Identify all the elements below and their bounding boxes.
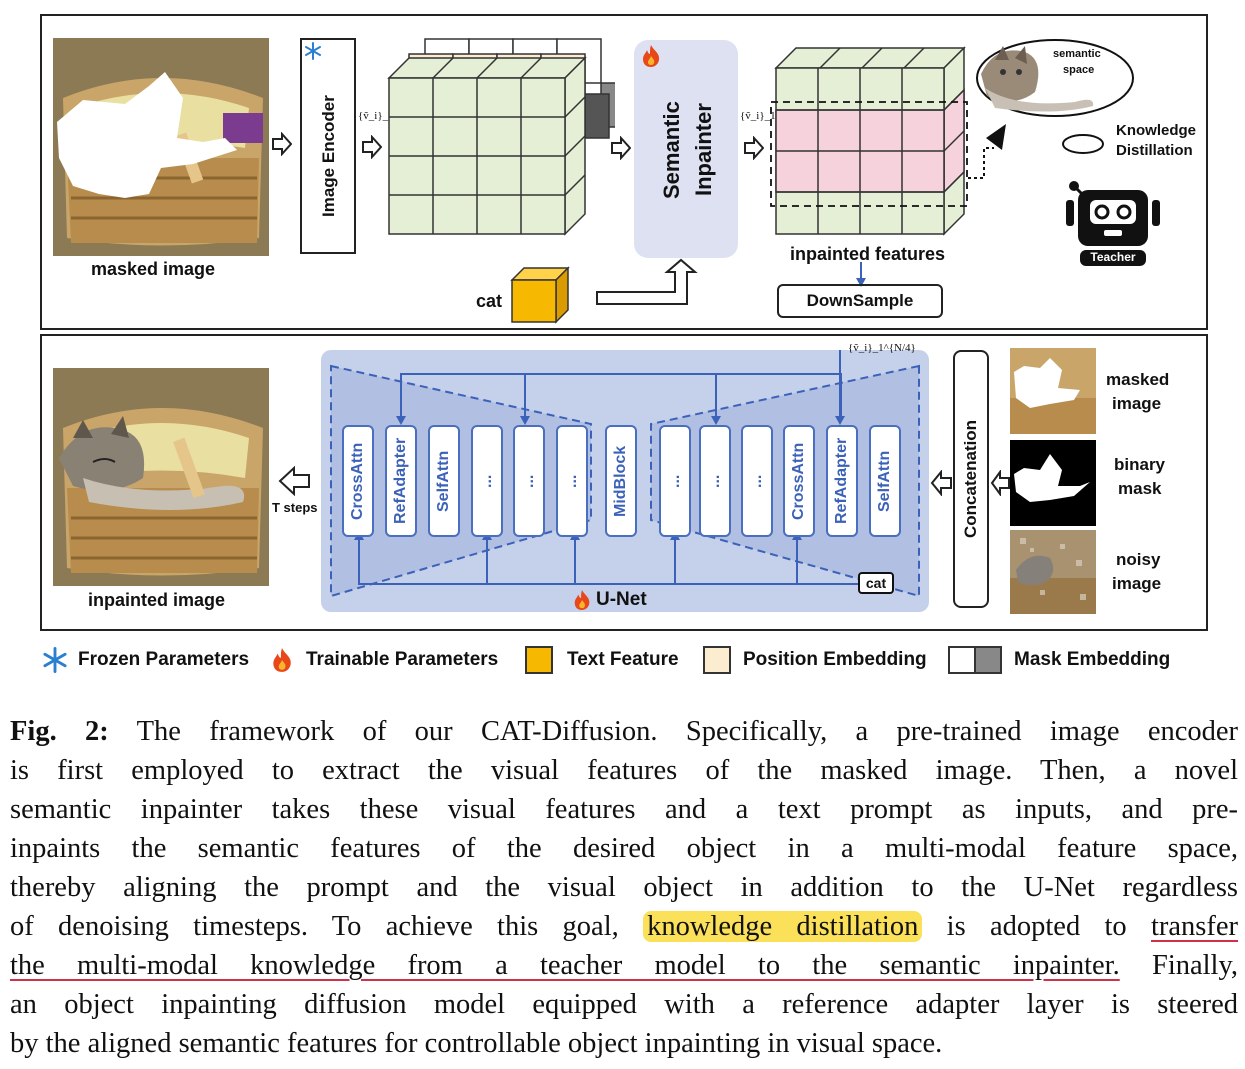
flame-icon [574,590,590,610]
text-feature-swatch [525,646,553,674]
input-label-binary-2: mask [1118,479,1162,498]
legend-position-embedding: Position Embedding [703,646,927,674]
inpainted-image-photo [53,368,269,586]
flame-icon [643,45,660,67]
knowledge-distillation-label-1: Knowledge [1116,122,1197,139]
unet-block-refadapter-enc: RefAdapter [385,425,417,537]
input-label-noisy-2: image [1112,574,1162,593]
semantic-inpainter-label-2: Inpainter [691,103,716,197]
arrow-left-icon [278,466,310,496]
semantic-inpainter-label-1: Semantic [659,101,684,199]
input-label-masked-1: masked [1106,370,1170,389]
mask-embedding-swatch-white [948,646,976,674]
connector-line [856,262,866,287]
unet-block-refadapter-dec: RefAdapter [826,425,858,537]
downsampled-symbol: {ṽ_i}_1^{N/4} [848,342,916,354]
snowflake-icon [305,42,321,60]
t-steps-label: T steps [272,500,318,515]
caption-underline-1: transfer [1150,911,1239,942]
unet-block-ellipsis-enc-2: ... [513,425,545,537]
noisy-image-thumb [1010,530,1096,614]
caption-highlight: knowledge distillation [643,911,923,942]
caption-line-6: of denoising timesteps. To achieve this … [10,907,1238,946]
arrow-left-icon [990,470,1010,496]
input-label-noisy-1: noisy [1116,550,1161,569]
downsample-label: DownSample [806,291,914,310]
inpainted-features-cube [770,46,968,236]
masked-image-thumb [1010,348,1096,434]
legend-mask-embedding: Mask Embedding [948,646,1170,674]
input-label-masked-2: image [1112,394,1162,413]
caption-line-9: by the aligned semantic features for con… [10,1028,943,1059]
thought-text-1: semantic [1053,48,1101,60]
caption-line-8: an object inpainting diffusion model equ… [10,989,1238,1020]
legend-trainable: Trainable Parameters [270,646,498,674]
unet-block-ellipsis-enc-3: ... [556,425,588,537]
thought-bubble-icon [976,39,1134,154]
cat-tag: cat [858,572,894,594]
arrow-left-icon [930,470,952,496]
legend-frozen-label: Frozen Parameters [78,649,250,670]
arrow-icon [744,136,764,160]
unet-block-ellipsis-enc-1: ... [471,425,503,537]
robot-icon [1066,181,1160,266]
legend-position-embedding-label: Position Embedding [743,649,927,670]
caption-line-3: semantic inpainter takes these visual fe… [10,794,1238,825]
caption-line-2: is first employed to extract the visual … [10,755,1238,786]
arrow-icon [272,132,292,156]
caption-line-5: thereby aligning the prompt and the visu… [10,872,1238,903]
flame-icon [273,648,291,672]
legend-text-feature-label: Text Feature [567,649,679,670]
unet-midblock: MidBlock [605,425,637,537]
legend-frozen: Frozen Parameters [42,646,249,674]
caption-line-1: Fig. 2: The framework of our CAT-Diffusi… [10,712,1238,751]
unet-label: U-Net [596,589,647,610]
figure-caption: Fig. 2: The framework of our CAT-Diffusi… [10,712,1238,1063]
unet-block-ellipsis-dec-3: ... [741,425,773,537]
image-encoder-label: Image Encoder [319,95,338,217]
masked-image-photo [53,38,269,256]
caption-line-6-b: is adopted to [922,911,1151,942]
elbow-arrow-icon [596,258,698,305]
text-feature-label: cat [476,291,503,311]
binary-mask-thumb [1010,440,1096,526]
legend-text-feature: Text Feature [525,646,679,674]
snowflake-icon [43,647,67,673]
semantic-inpainter-box [634,40,738,258]
thought-text-2: space [1063,64,1095,76]
legend-trainable-label: Trainable Parameters [306,649,499,670]
distillation-arrow [968,124,1006,179]
caption-line-7: the multi-modal knowledge from a teacher… [10,946,1238,985]
legend-mask-embedding-label: Mask Embedding [1014,649,1171,670]
arrow-icon [362,135,382,159]
caption-line-4: inpaints the semantic features of the de… [10,833,1238,864]
teacher-label: Teacher [1090,250,1136,264]
text-feature-cube [510,266,570,324]
concatenation-box: Concatenation [953,350,989,608]
unet-block-crossattn-dec: CrossAttn [783,425,815,537]
inpainted-image-label: inpainted image [88,590,226,610]
mask-embedding-swatch-gray [974,646,1002,674]
caption-line-6-a: of denoising timesteps. To achieve this … [10,911,619,942]
knowledge-distillation-label-2: Distillation [1116,142,1193,159]
feature-cube [387,38,615,236]
unet-block-ellipsis-dec-1: ... [659,425,691,537]
arrow-icon [611,136,631,160]
caption-line-7-b: Finally, [1119,950,1238,981]
unet-block-selfattn-dec: SelfAttn [869,425,901,537]
inpainted-features-label: inpainted features [790,244,946,264]
caption-underline-2: the multi-modal knowledge from a teacher… [10,950,1120,981]
image-encoder-box [300,38,356,254]
caption-line-1-text: The framework of our CAT-Diffusion. Spec… [108,716,1239,747]
position-embedding-swatch [703,646,731,674]
unet-block-ellipsis-dec-2: ... [699,425,731,537]
masked-image-label: masked image [91,259,216,279]
input-label-binary-1: binary [1114,455,1166,474]
unet-block-crossattn-enc: CrossAttn [342,425,374,537]
unet-block-selfattn-enc: SelfAttn [428,425,460,537]
caption-prefix: Fig. 2: [10,716,109,747]
downsample-box: DownSample [777,284,943,318]
